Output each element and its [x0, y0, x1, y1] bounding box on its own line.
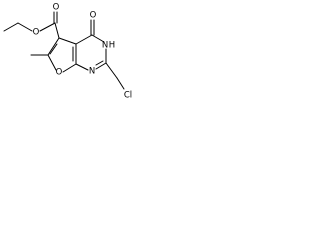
bond-ch2-cl [116, 77, 125, 90]
atom-ester-o-double: O [53, 3, 60, 13]
atom-ester-o-single: O [33, 28, 40, 38]
atom-cl: Cl [124, 91, 132, 101]
bond-ethyl-ch3-ch2 [3, 22, 19, 32]
atom-nh-n: N [102, 41, 108, 51]
atom-furan-o: O [56, 68, 63, 78]
bonds [3, 11, 125, 90]
molecule-structure-diagram: O O O N H N O Cl [3, 3, 133, 101]
bond-c2-n1-double [95, 60, 104, 66]
bond-o-ester-c [39, 22, 56, 32]
bond-c4-n3 [91, 34, 105, 43]
bond-o7-c7a [62, 63, 77, 73]
bond-c6-o7 [47, 54, 57, 71]
bond-n1-c7a [75, 63, 89, 71]
bond-c5-c6 [47, 37, 60, 56]
bond-c5-c4a [58, 37, 77, 45]
bond-ester-c-ring [54, 22, 60, 39]
bond-c2-ch2 [105, 62, 118, 79]
atom-nh-h: H [109, 41, 115, 51]
bond-ethyl-ch2-o [17, 22, 33, 32]
bond-c4a-c4 [75, 34, 93, 45]
bond-c2-n1 [95, 62, 107, 70]
atom-ring-n: N [89, 67, 95, 77]
atom-labels: O O O N H N O Cl [33, 3, 133, 101]
atom-carbonyl-o: O [90, 11, 97, 21]
bond-c5-c6-double [49, 43, 58, 55]
